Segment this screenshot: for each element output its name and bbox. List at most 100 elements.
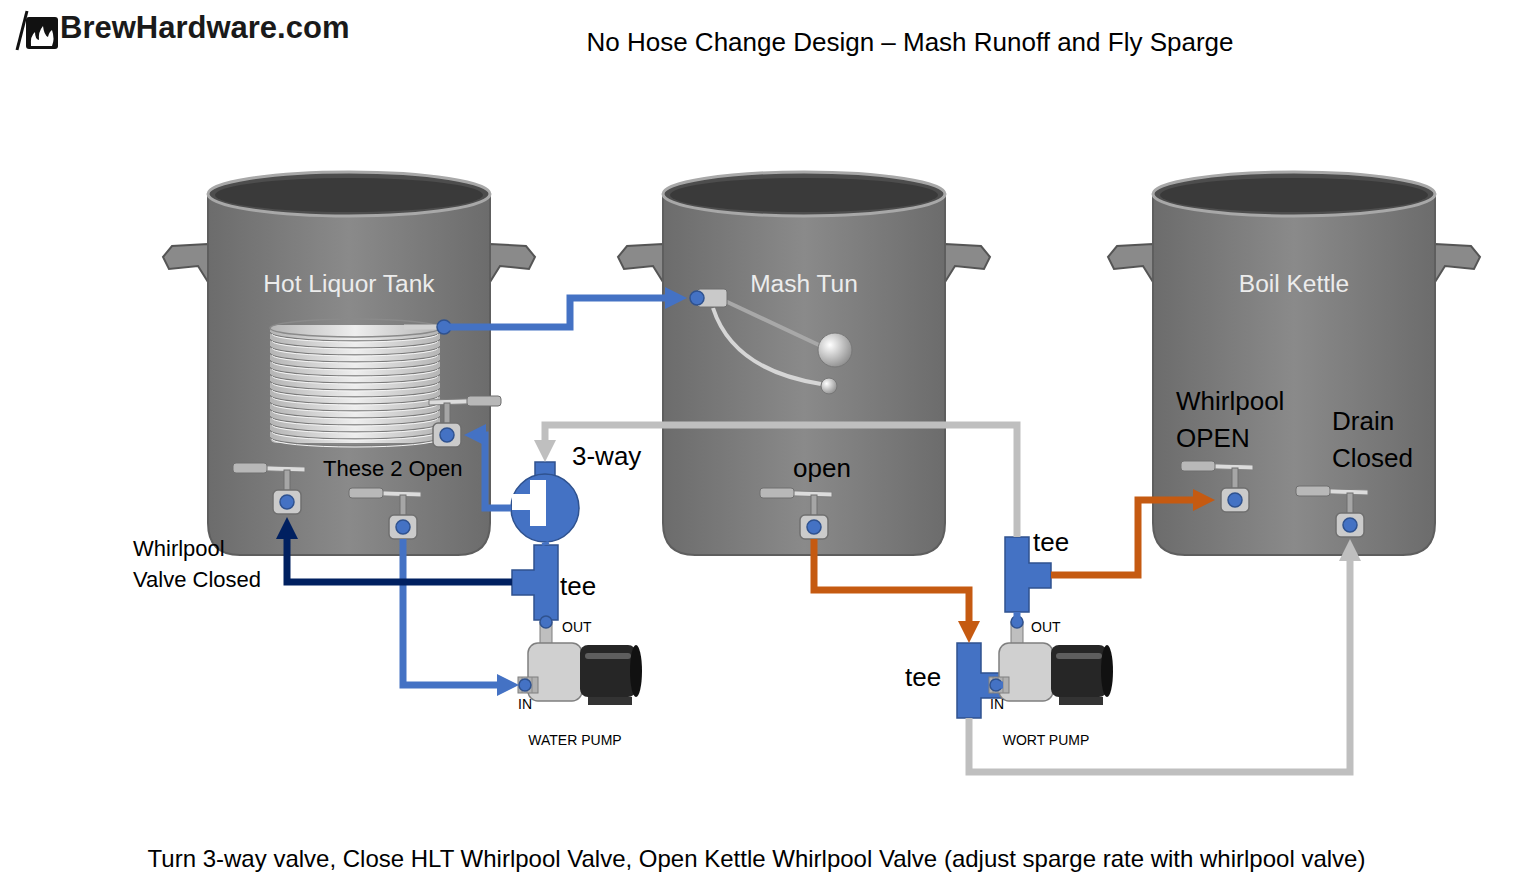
pot-opening	[1160, 178, 1428, 212]
port-label: OUT	[1031, 619, 1061, 635]
motor-shine	[585, 653, 631, 659]
coil-shine	[272, 348, 438, 356]
coil-shine	[272, 432, 438, 440]
pump-head	[999, 643, 1053, 701]
coil-turn	[270, 402, 440, 411]
coil-shine	[272, 369, 438, 377]
boil-kettle-outline	[1153, 170, 1435, 555]
coil-shine	[272, 334, 438, 342]
valve-note: Whirlpool Valve Closed	[133, 534, 278, 596]
coil-turn	[270, 430, 440, 439]
port-label: IN	[518, 696, 532, 712]
pot-handle	[163, 244, 208, 282]
pipe-connector	[478, 435, 511, 508]
valve-body	[389, 515, 417, 539]
coil-outlet	[404, 325, 444, 330]
motor-cap	[630, 645, 642, 697]
coil-shine	[272, 418, 438, 426]
pipe-connector	[814, 539, 969, 629]
pump-port	[540, 616, 552, 628]
pot-handle	[1435, 244, 1480, 282]
coil-shine	[272, 404, 438, 412]
coil-turn	[270, 388, 440, 397]
label-box: OUT	[562, 619, 592, 635]
valve-body	[433, 423, 461, 447]
node-label: Boil Kettle	[1153, 270, 1435, 298]
node-label: WATER PUMP	[490, 732, 660, 748]
pot-body	[663, 194, 945, 555]
boil-kettle: Boil Kettle	[1153, 170, 1435, 555]
node-label: tee	[560, 572, 606, 602]
float-fitting	[697, 289, 727, 307]
label-box: Drain Closed	[1332, 403, 1432, 477]
hot-liquor-tank-outline	[208, 170, 490, 555]
pump-outlet	[1011, 622, 1023, 647]
label-box: open	[793, 454, 851, 484]
pot-body	[1153, 194, 1435, 555]
node-label: tee	[905, 663, 951, 693]
coil-shine	[272, 383, 438, 391]
pipe-connector	[545, 542, 546, 545]
pipe-connector	[444, 298, 673, 327]
coil-turn	[270, 374, 440, 383]
valve-lever	[1185, 463, 1253, 470]
mash-tun-outline	[663, 170, 945, 555]
motor-cap	[1101, 645, 1113, 697]
pump-thread	[532, 677, 533, 693]
valve-stem	[400, 495, 406, 517]
ball-valve	[1296, 486, 1368, 537]
label-box: OUT	[1031, 619, 1061, 635]
coil-turn	[270, 353, 440, 362]
tee-fitting-outline	[512, 545, 558, 620]
pump-outlet	[540, 622, 552, 647]
float-port	[690, 291, 704, 305]
three-way-valve-outline	[508, 462, 584, 542]
pipe-connector	[543, 620, 550, 622]
coil-turn	[270, 416, 440, 425]
logo-icon	[14, 8, 62, 54]
coil-shine	[272, 411, 438, 419]
valve-stem	[1232, 468, 1238, 490]
coil-port	[437, 320, 451, 334]
pot-handle	[490, 244, 535, 282]
pipe-connector	[403, 539, 505, 685]
immersion-coil	[270, 319, 451, 447]
label-box: IN	[518, 696, 532, 712]
pump-foot	[1059, 697, 1103, 705]
coil-body	[270, 325, 440, 443]
diagram-title: No Hose Change Design – Mash Runoff and …	[540, 28, 1280, 58]
valve-note: Drain Closed	[1332, 403, 1432, 477]
pot-rim	[208, 172, 490, 216]
label-box: Whirlpool Valve Closed	[133, 534, 278, 596]
logo-slash	[17, 11, 27, 50]
tee-body	[957, 643, 1003, 718]
pot-handle	[1108, 244, 1153, 282]
coil-shine	[272, 355, 438, 363]
valve-port	[1228, 493, 1242, 507]
float-valve	[690, 289, 852, 394]
label-box: IN	[990, 696, 1004, 712]
node-label: Mash Tun	[663, 270, 945, 298]
valve-inlet	[535, 462, 555, 478]
pump-port	[990, 679, 1002, 691]
valve-grip	[1181, 461, 1215, 471]
coil-turn	[270, 339, 440, 348]
pump-thread	[527, 677, 528, 693]
coil-turn	[270, 360, 440, 369]
coil-turn	[270, 332, 440, 341]
motor-shine	[1056, 653, 1102, 659]
coil-shine	[272, 425, 438, 433]
pot-opening	[670, 178, 938, 212]
valve-grip	[467, 396, 501, 406]
pump-inlet	[989, 677, 1009, 693]
pipe-connector	[1014, 612, 1021, 622]
coil-turn	[270, 381, 440, 390]
three-way-valve: 3-way	[508, 462, 584, 542]
label-box: These 2 Open	[323, 456, 462, 481]
valve-body	[800, 515, 828, 539]
diagram-caption: Turn 3-way valve, Close HLT Whirlpool Va…	[0, 845, 1513, 873]
mash-tun: Mash Tun	[663, 170, 945, 555]
node-label: Hot Liquor Tank	[208, 270, 490, 298]
